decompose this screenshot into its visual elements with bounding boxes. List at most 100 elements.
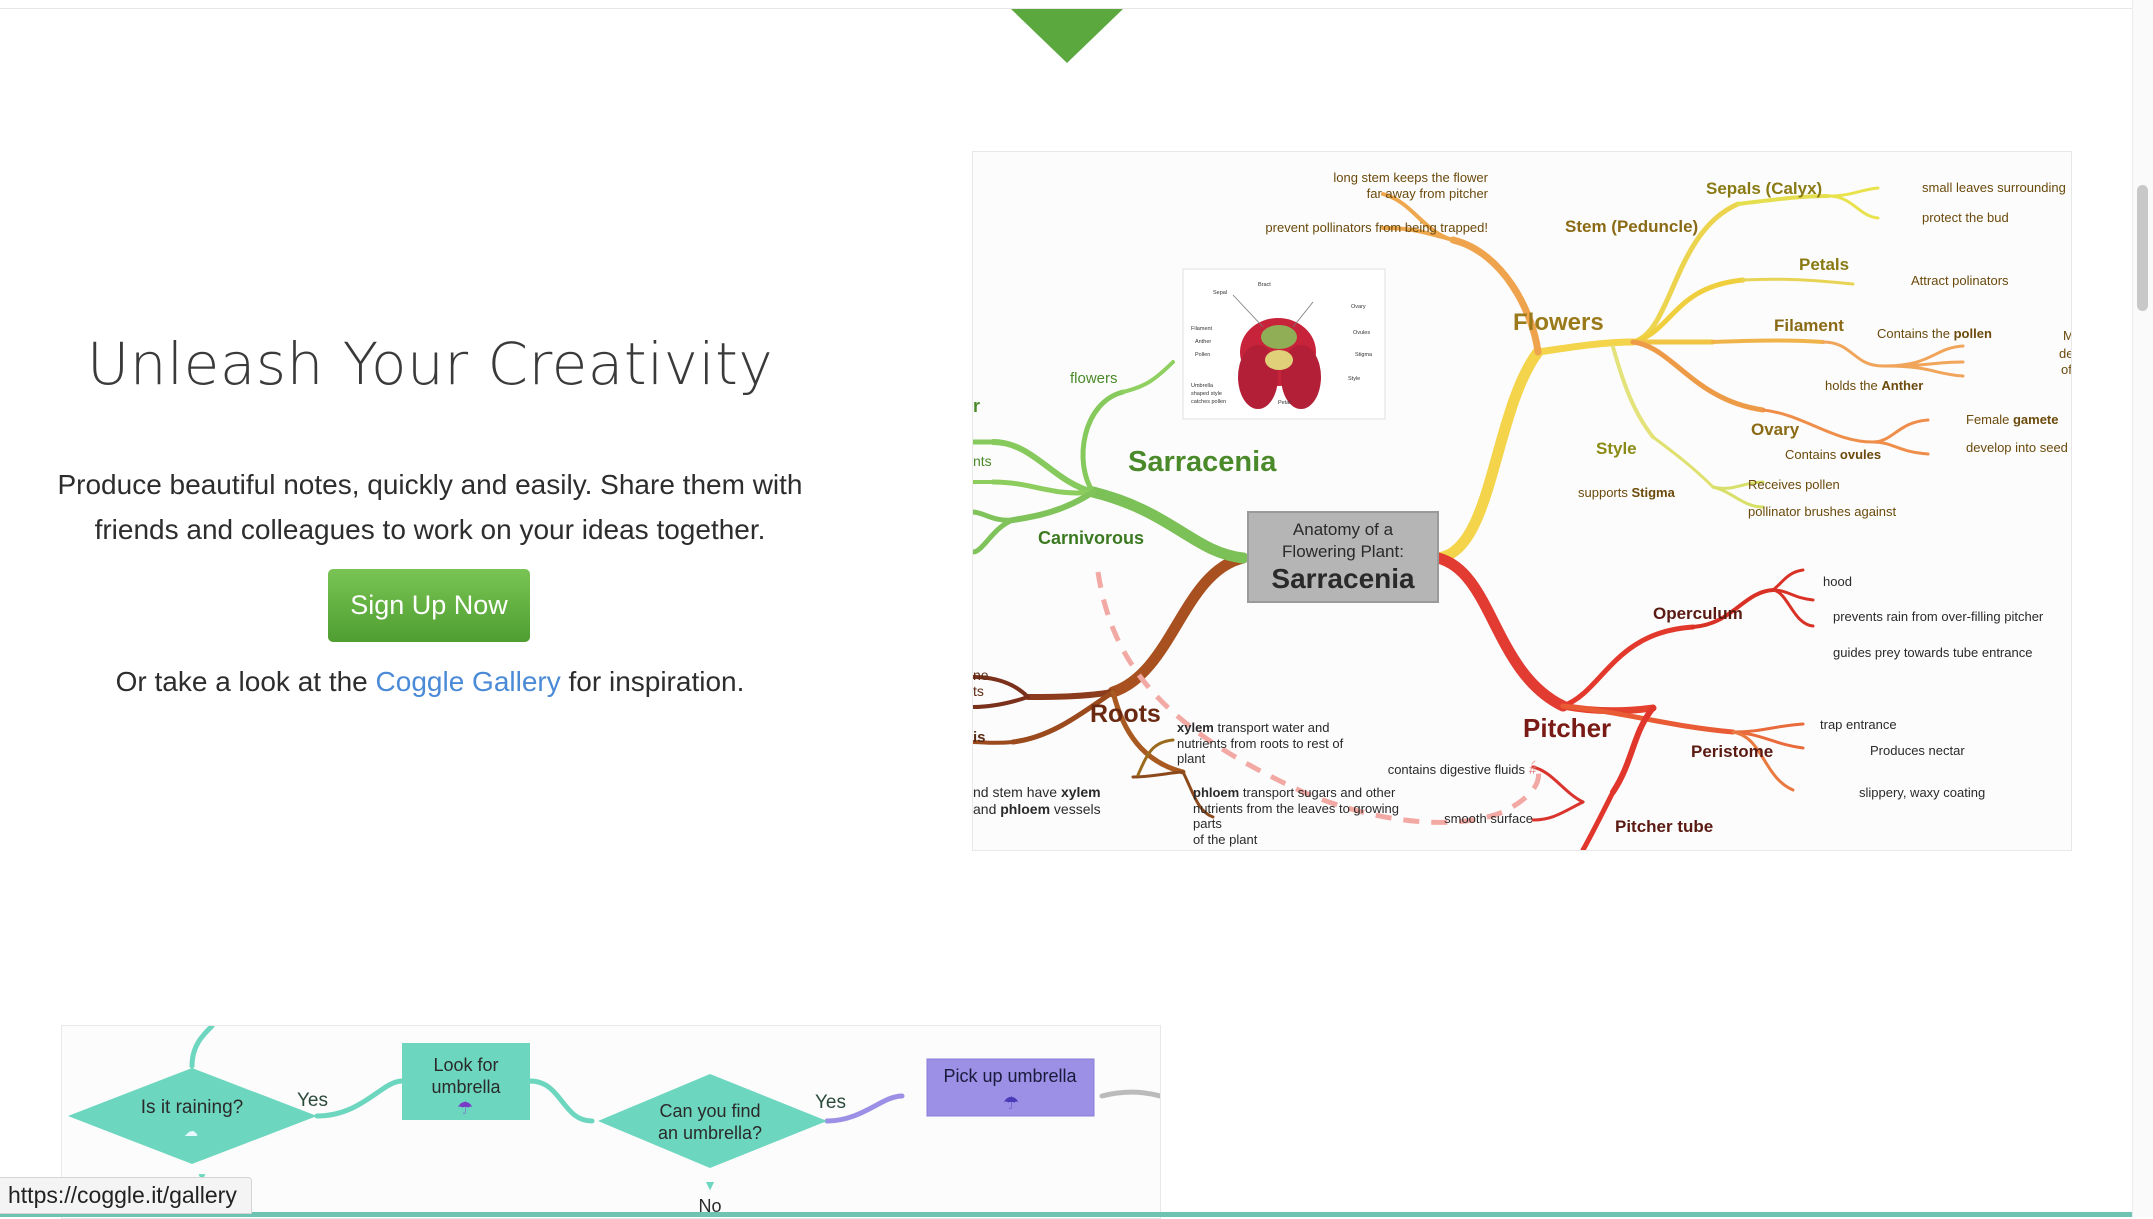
node-stem[interactable]: Stem (Peduncle) <box>1565 217 1698 236</box>
node-ovary[interactable]: Ovary <box>1751 420 1800 439</box>
gallery-prefix: Or take a look at the <box>115 666 376 697</box>
peristome-nectar: Produces nectar <box>1870 743 1965 758</box>
center-line1: Anatomy of a <box>1293 520 1394 539</box>
flowchart-preview[interactable]: Is it raining? ☁ Yes Look for umbrella ☂… <box>61 1025 1161 1219</box>
hero-subtitle-line1: Produce beautiful notes, quickly and eas… <box>57 469 803 500</box>
node-filament[interactable]: Filament <box>1774 316 1844 335</box>
decision-raining[interactable] <box>68 1068 317 1164</box>
fragment-nts: nts <box>973 453 992 469</box>
flowers-notes: long stem keeps the flower far away from… <box>1265 170 2071 519</box>
fragment-r: r <box>973 396 980 416</box>
operculum-rain: prevents rain from over-filling pitcher <box>1833 609 2044 624</box>
stem-note-c: vessels <box>1050 801 1101 817</box>
fragment-is: is <box>973 729 986 746</box>
phloem-bold: phloem <box>1193 785 1239 800</box>
sepals-note-1: small leaves surrounding <box>1922 180 2066 195</box>
fragment-ne: ne <box>973 667 989 683</box>
ovary-note-bold: ovules <box>1840 447 1881 462</box>
flowers-branches <box>1381 186 1965 564</box>
node-style[interactable]: Style <box>1596 439 1637 458</box>
svg-text:xylem transport water and: xylem transport water and <box>1177 720 1330 735</box>
decision-find-umbrella[interactable] <box>598 1074 827 1168</box>
peristome-slippery: slippery, waxy coating <box>1859 785 1985 800</box>
node-operculum[interactable]: Operculum <box>1653 604 1743 623</box>
svg-text:holds the Anther: holds the Anther <box>1825 378 1923 393</box>
svg-text:supports Stigma: supports Stigma <box>1578 485 1676 500</box>
diagram-label-sepal: Sepal <box>1213 290 1227 296</box>
node-pitcher-tube[interactable]: Pitcher tube <box>1615 817 1713 836</box>
node-pitcher[interactable]: Pitcher <box>1523 713 1611 743</box>
diagram-label-filament: Filament <box>1191 326 1213 332</box>
diagram-label-umbrella2: shaped style <box>1191 391 1222 397</box>
tube-hash: # <box>1529 762 1537 777</box>
mindmap-center-node[interactable]: Anatomy of a Flowering Plant: Sarracenia <box>1247 511 1439 603</box>
stigma-note-2: pollinator brushes against <box>1748 504 1897 519</box>
sarracenia-branches <box>973 360 1249 564</box>
xylem-rest-3: plant <box>1177 751 1206 766</box>
scrollbar-track[interactable] <box>2132 0 2153 1217</box>
roots-branches <box>973 552 1249 819</box>
node-peristome[interactable]: Peristome <box>1691 742 1773 761</box>
phloem-rest-4: of the plant <box>1193 832 1258 847</box>
arrow-down-icon: ▼ <box>703 1177 717 1193</box>
svg-text:phloem transport sugars and ot: phloem transport sugars and other <box>1193 785 1396 800</box>
node-sarracenia[interactable]: Sarracenia <box>1128 446 1277 478</box>
fragment-of: of <box>2061 362 2071 377</box>
stem-xylem: xylem <box>1061 784 1101 800</box>
stem-note-1b: far away from pitcher <box>1367 186 1489 201</box>
node-flowers[interactable]: Flowers <box>1513 309 1604 336</box>
diagram-label-anther: Anther <box>1195 339 1211 345</box>
stem-note-a: nd stem have <box>973 784 1061 800</box>
diagram-label-pollen: Pollen <box>1195 352 1210 358</box>
decision-raining-label: Is it raining? <box>141 1097 243 1118</box>
step-pick-label: Pick up umbrella <box>943 1066 1077 1086</box>
step-pick-umbrella[interactable] <box>926 1058 1095 1117</box>
status-url-tooltip: https://coggle.it/gallery <box>0 1177 252 1214</box>
ovary-gamete: Female <box>1966 412 2013 427</box>
mindmap-preview[interactable]: Sepal Bract Ovary Filament Ovules Anther… <box>972 151 2072 851</box>
yes-label-1: Yes <box>297 1090 328 1111</box>
diagram-label-petal: Petal <box>1278 400 1291 406</box>
stem-note-2: prevent pollinators from being trapped! <box>1265 220 1488 235</box>
ovary-seed: develop into seed <box>1966 440 2068 455</box>
sign-up-button[interactable]: Sign Up Now <box>328 569 530 642</box>
step-look-umbrella[interactable] <box>402 1043 530 1120</box>
ovary-gamete-bold: gamete <box>2013 412 2059 427</box>
petals-note: Attract polinators <box>1911 273 2009 288</box>
center-line2: Flowering Plant: <box>1282 542 1404 561</box>
operculum-hood: hood <box>1823 574 1852 589</box>
node-roots[interactable]: Roots <box>1090 700 1161 728</box>
fragment-m: M <box>2063 328 2071 343</box>
node-petals[interactable]: Petals <box>1799 255 1849 274</box>
decision-find-line2: an umbrella? <box>658 1123 762 1143</box>
pitcher-labels: Pitcher Operculum hood prevents rain fro… <box>1388 574 2044 836</box>
phloem-rest-2: nutrients from the leaves to growing <box>1193 801 1399 816</box>
style-note: supports <box>1578 485 1631 500</box>
xylem-rest-1: transport water and <box>1214 720 1330 735</box>
svg-text:Contains ovules: Contains ovules <box>1785 447 1881 462</box>
hero-subtitle: Produce beautiful notes, quickly and eas… <box>40 462 820 552</box>
umbrella-icon-2: ☂ <box>1003 1093 1019 1113</box>
phloem-rest-3: parts <box>1193 816 1222 831</box>
sarracenia-flowers-note: flowers <box>1070 370 1118 387</box>
diagram-label-style: Style <box>1348 376 1360 382</box>
stigma-note-1: Receives pollen <box>1748 477 1840 492</box>
coggle-gallery-link[interactable]: Coggle Gallery <box>375 666 561 697</box>
svg-text:Female gamete: Female gamete <box>1966 412 2059 427</box>
diagram-label-umbrella1: Umbrella <box>1191 383 1214 389</box>
scrollbar-thumb[interactable] <box>2137 185 2148 311</box>
flowers-labels: Flowers Stem (Peduncle) Sepals (Calyx) P… <box>1513 179 1849 458</box>
umbrella-icon: ☂ <box>457 1098 473 1118</box>
fragment-de: de <box>2059 346 2071 361</box>
operculum-guides: guides prey towards tube entrance <box>1833 645 2032 660</box>
stem-note-1a: long stem keeps the flower <box>1333 170 1488 185</box>
yes-label-2: Yes <box>815 1092 846 1113</box>
stem-note-b: and <box>973 801 1000 817</box>
svg-text:and phloem vessels: and phloem vessels <box>973 801 1101 817</box>
decision-find-line1: Can you find <box>659 1101 760 1121</box>
diagram-label-ovules: Ovules <box>1353 330 1370 336</box>
diagram-label-bract: Bract <box>1258 282 1271 288</box>
node-sepals[interactable]: Sepals (Calyx) <box>1706 179 1822 198</box>
node-carnivorous[interactable]: Carnivorous <box>1038 528 1144 548</box>
anther-note-bold: Anther <box>1881 378 1923 393</box>
